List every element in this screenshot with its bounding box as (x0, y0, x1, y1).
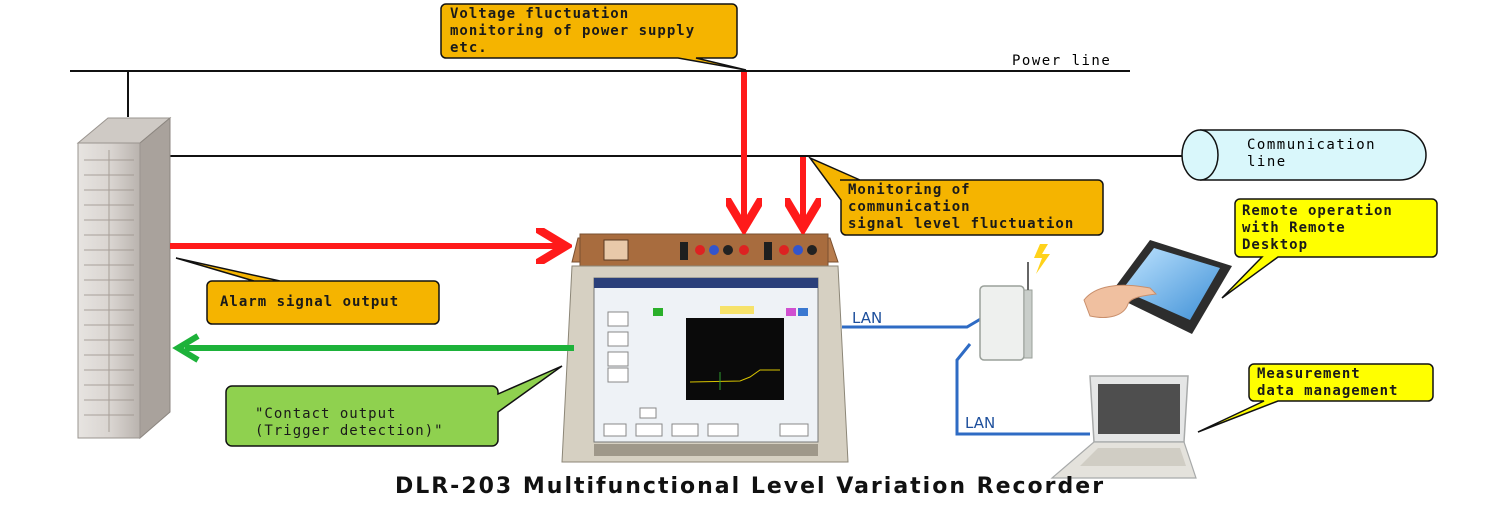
remote-callout-bubble (1221, 198, 1438, 299)
power-line-label: Power line (1012, 53, 1112, 69)
lan-line-router (842, 315, 985, 329)
alarm-callout-bubble (175, 257, 440, 325)
voltage-callout-text: Voltage fluctuation monitoring of power … (450, 6, 696, 56)
lan-label-laptop: LAN (965, 414, 996, 432)
laptop (1050, 375, 1197, 479)
dlr-203-device (561, 233, 849, 463)
lan-line-laptop (955, 343, 1090, 436)
comm-signal-callout-text: Monitoring of communication signal level… (848, 182, 1075, 232)
remote-callout-text: Remote operation with Remote Desktop (1242, 203, 1393, 253)
tablet (1083, 240, 1232, 334)
lan-label-router: LAN (852, 309, 883, 327)
voltage-callout-bubble (440, 3, 747, 71)
contact-callout-text: "Contact output (Trigger detection)" (255, 406, 444, 439)
measurement-callout-text: Measurement data management (1257, 366, 1399, 399)
diagram-caption: DLR-203 Multifunctional Level Variation … (394, 474, 1106, 499)
comm-signal-callout-bubble (807, 156, 1104, 236)
contact-callout-bubble (225, 365, 563, 447)
contact-output-arrow (172, 333, 574, 363)
alarm-callout-text: Alarm signal output (220, 294, 400, 310)
communication-line-label: Communication line (1247, 137, 1377, 170)
measurement-callout-bubble (1197, 363, 1434, 433)
rack-cabinet (76, 116, 172, 440)
communication-tube (1181, 129, 1427, 181)
wireless-router (979, 244, 1050, 361)
